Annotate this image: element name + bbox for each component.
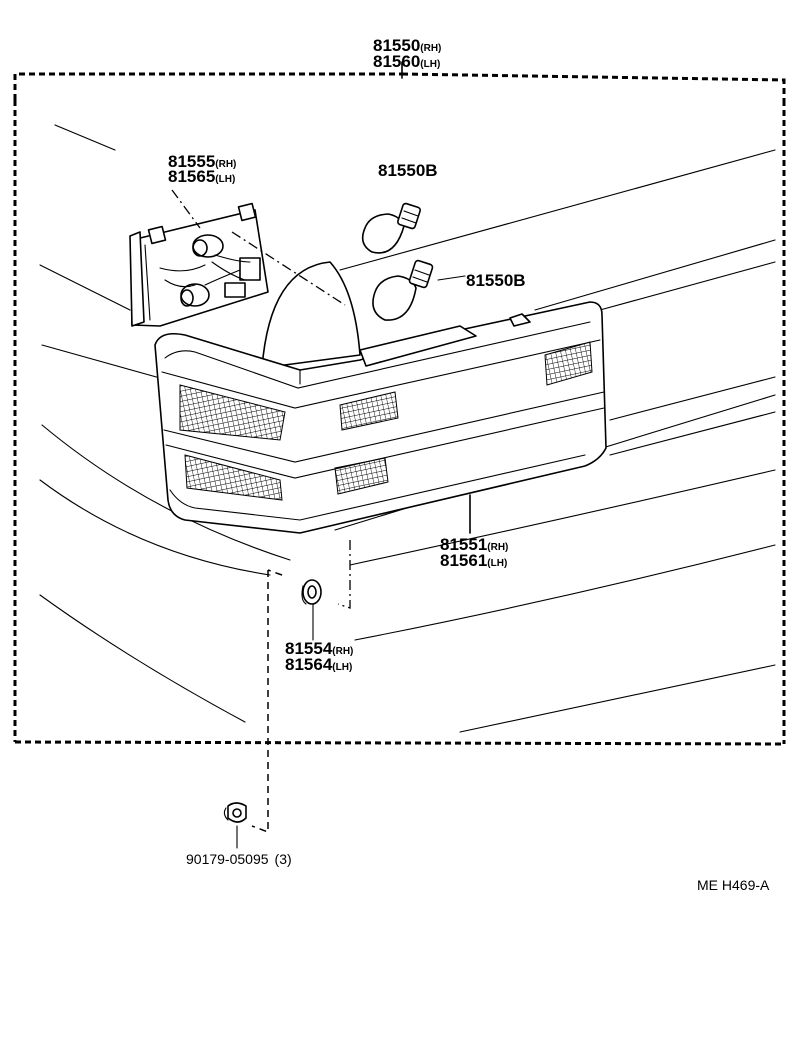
clip [223, 802, 247, 823]
bulb-lower [372, 259, 434, 321]
bulb-upper [361, 202, 421, 254]
label-clip: 90179-05095(3) [186, 851, 292, 867]
svg-text:81561(LH): 81561(LH) [440, 551, 507, 570]
label-nut: 81554(RH) 81564(LH) [285, 639, 353, 674]
svg-text:90179-05095(3): 90179-05095(3) [186, 851, 292, 867]
label-lens: 81551(RH) 81561(LH) [440, 535, 508, 570]
label-assembly: 81550(RH) 81560(LH) [373, 36, 441, 71]
leader-lines [171, 189, 471, 849]
label-bulb-upper: 81550B [378, 161, 438, 180]
label-bulb-lower: 81550B [466, 271, 526, 290]
lamp-housing [261, 261, 361, 369]
svg-text:81551(RH): 81551(RH) [440, 535, 508, 554]
svg-text:81554(RH): 81554(RH) [285, 639, 353, 658]
svg-text:81564(LH): 81564(LH) [285, 655, 352, 674]
svg-text:81565(LH): 81565(LH) [168, 167, 235, 186]
nut [301, 579, 322, 605]
svg-text:81550(RH): 81550(RH) [373, 36, 441, 55]
bulb-socket-assembly [129, 202, 269, 327]
assembly-frame [13, 61, 786, 746]
label-socket: 81555(RH) 81565(LH) [168, 152, 236, 186]
svg-text:81560(LH): 81560(LH) [373, 52, 440, 71]
svg-text:81555(RH): 81555(RH) [168, 152, 236, 171]
lamp-lens [154, 301, 607, 534]
reference-code: ME H469-A [697, 877, 770, 893]
